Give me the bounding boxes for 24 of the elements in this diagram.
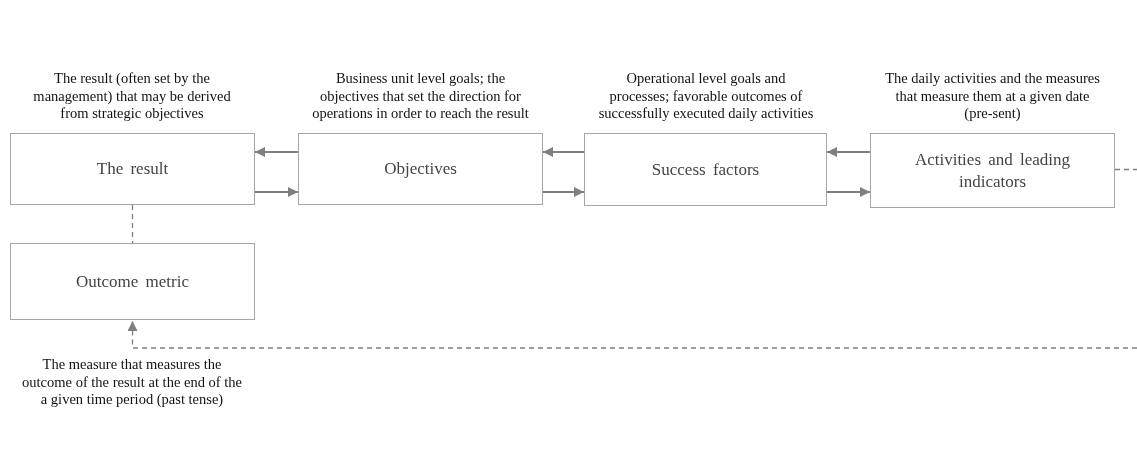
description-text: The measure that measures the outcome of the result at the end of the a given time period (past tense) [22, 356, 242, 410]
dashed-connector [1114, 168, 1137, 171]
description-text: The daily activities and the measures that measure them at a given date (pre-sent) [884, 69, 1101, 123]
dashed-connector [131, 204, 134, 244]
arrow [826, 187, 871, 197]
arrow [542, 147, 585, 157]
arrow [826, 147, 871, 157]
arrow [542, 187, 585, 197]
box-label: Success factors [650, 158, 761, 181]
description-text: The result (often set by the management) that may be derived from strategic objectives [32, 69, 232, 123]
process-box [10, 243, 255, 320]
description-text: Business unit level goals; the objectives that set the direction for operations in order to reach the result [311, 69, 530, 123]
dashed-connector [127, 320, 1137, 349]
arrow [254, 187, 299, 197]
process-box [584, 133, 827, 206]
box-label: Activities and leading indicators [913, 149, 1072, 192]
box-label: The result [95, 158, 170, 180]
box-label: Objectives [383, 158, 458, 180]
arrow [254, 147, 299, 157]
process-box [10, 133, 255, 205]
process-box [298, 133, 543, 205]
process-box [870, 133, 1115, 208]
description-text: Operational level goals and processes; favorable outcomes of successfully executed daily activities [597, 69, 815, 123]
box-label: Outcome metric [75, 270, 190, 293]
